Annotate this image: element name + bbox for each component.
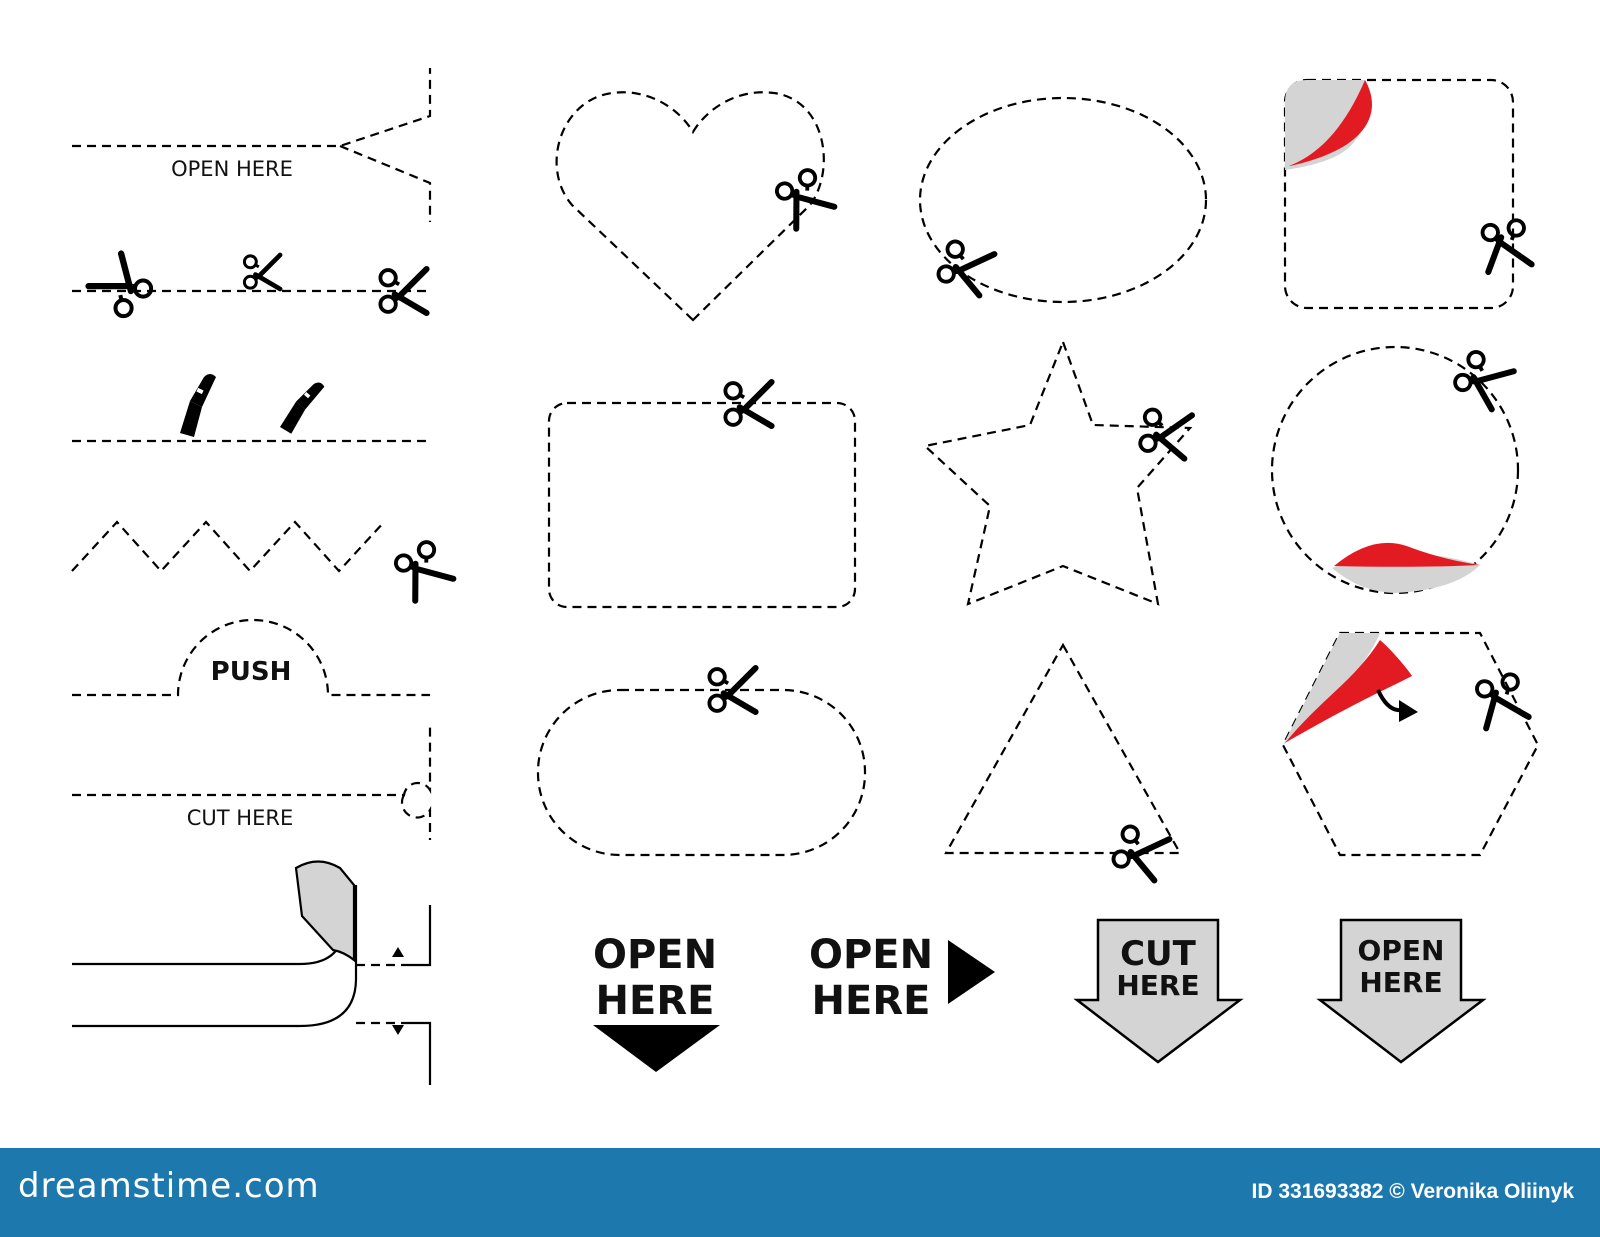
star-cut-line bbox=[922, 338, 1193, 606]
push-label: PUSH bbox=[211, 657, 292, 687]
rounded-rectangle-cut-line bbox=[547, 401, 857, 609]
ellipse-cut-line bbox=[918, 96, 1208, 304]
cut-here-badge-arrow: CUT HERE bbox=[1073, 918, 1244, 1064]
rounded-square-cut-line bbox=[1283, 78, 1515, 310]
utility-knife-icon bbox=[180, 374, 216, 437]
stadium-cut-line bbox=[536, 688, 867, 857]
hexagon-cut-line bbox=[1281, 631, 1540, 857]
scissors-icon bbox=[1474, 672, 1528, 728]
scissors-icon bbox=[392, 539, 453, 601]
svg-text:OPEN: OPEN bbox=[809, 932, 933, 978]
cut-here-label: CUT HERE bbox=[187, 806, 293, 830]
svg-text:HERE: HERE bbox=[1116, 969, 1199, 1002]
scissors-icon bbox=[1480, 219, 1531, 272]
zigzag-cut-line bbox=[71, 520, 385, 573]
image-credit: ID 331693382 © Veronika Oliinyk bbox=[1251, 1180, 1575, 1203]
svg-text:HERE: HERE bbox=[1359, 966, 1442, 999]
tear-strip-peel bbox=[294, 860, 356, 963]
circle-cut-line bbox=[1270, 345, 1520, 595]
down-arrow-icon bbox=[593, 1025, 720, 1072]
right-arrow-icon bbox=[948, 940, 995, 1004]
open-here-cut-line bbox=[72, 68, 432, 148]
red-peel-corner bbox=[1289, 80, 1372, 166]
open-here-badge-down: OPEN HERE bbox=[593, 932, 720, 1072]
cut-here-line bbox=[72, 726, 432, 797]
open-here-label: OPEN HERE bbox=[171, 157, 293, 181]
scissors-icon bbox=[244, 255, 280, 289]
down-triangle-icon bbox=[392, 947, 404, 957]
scissors-icon bbox=[1452, 348, 1514, 409]
site-logo[interactable]: dreamstime.com bbox=[18, 1166, 320, 1206]
scissors-icon bbox=[773, 167, 834, 229]
arrow-icon bbox=[1376, 689, 1403, 713]
svg-text:CUT: CUT bbox=[1120, 934, 1197, 974]
scissors-icon bbox=[89, 254, 156, 321]
open-here-badge-arrow: OPEN HERE bbox=[1316, 918, 1487, 1064]
red-peel-circle bbox=[1334, 542, 1480, 567]
footer-bar: dreamstime.com ID 331693382 © Veronika O… bbox=[0, 1148, 1600, 1237]
scissors-icon bbox=[1111, 823, 1169, 880]
heart-cut-line bbox=[555, 91, 825, 322]
push-tab-line bbox=[72, 618, 430, 697]
svg-text:HERE: HERE bbox=[596, 978, 715, 1024]
red-peel-hexagon bbox=[1285, 640, 1412, 743]
triangle-cut-line bbox=[944, 642, 1182, 855]
open-here-badge-right: OPEN HERE bbox=[809, 932, 995, 1024]
scissors-icon bbox=[1139, 407, 1192, 458]
up-triangle-icon bbox=[392, 1025, 404, 1035]
svg-text:OPEN: OPEN bbox=[1358, 934, 1445, 967]
svg-text:OPEN: OPEN bbox=[593, 932, 717, 978]
cut-line-illustration: OPEN HERE PUSH CUT HERE OPEN HERE OPEN H… bbox=[71, 68, 1540, 1085]
utility-knife-icon bbox=[279, 375, 326, 439]
svg-text:HERE: HERE bbox=[812, 978, 931, 1024]
